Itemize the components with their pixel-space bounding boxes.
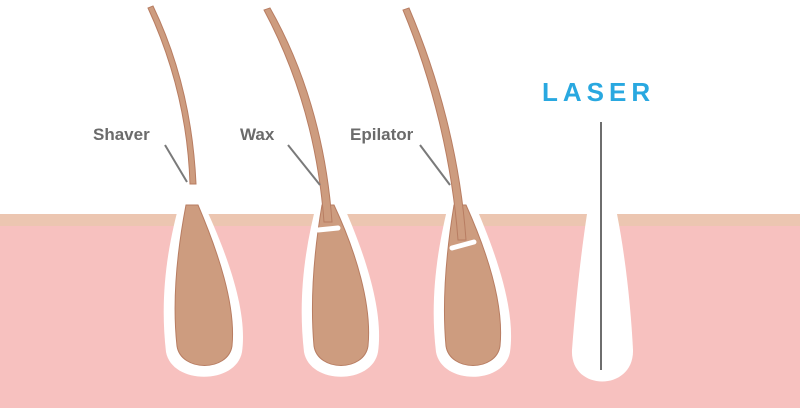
shaver-follicle [147,5,243,377]
shaver-hair-root [174,204,234,366]
epilator-follicle [402,7,512,377]
wax-leader-line [287,144,321,186]
wax-hair-shaft [263,7,333,223]
shaver-leader-line [164,144,188,183]
laser-label: LASER [542,77,655,107]
shaver-hair-shaft [147,5,197,185]
skin-layer [0,216,800,408]
wax-pull-gap [315,225,341,233]
wax-label: Wax [240,125,275,144]
wax-follicle [263,7,380,377]
laser-follicle [571,122,634,382]
epilator-leader-line [419,144,451,186]
epilator-hair-shaft [402,7,467,241]
skin-surface-band [0,214,800,226]
wax-hair-root [311,204,370,366]
epilator-label: Epilator [350,125,414,144]
epilator-pull-gap [449,239,477,251]
shaver-cut-gap [180,187,204,201]
shaver-label: Shaver [93,125,150,144]
laser-follicle-halo [571,214,634,382]
